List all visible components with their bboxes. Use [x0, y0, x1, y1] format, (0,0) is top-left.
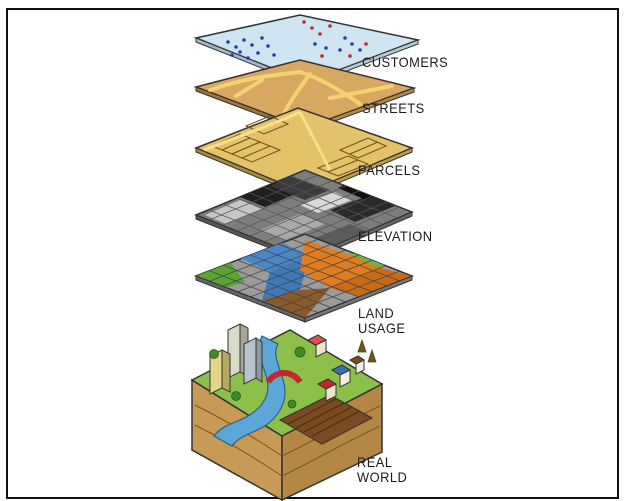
label-streets: STREETS: [362, 101, 425, 116]
label-land-usage: LAND USAGE: [358, 306, 405, 336]
label-customers: CUSTOMERS: [362, 55, 448, 70]
label-elevation: ELEVATION: [358, 229, 433, 244]
label-real-world: REAL WORLD: [357, 455, 407, 485]
real-world-block: [192, 324, 382, 500]
label-parcels: PARCELS: [358, 163, 420, 178]
